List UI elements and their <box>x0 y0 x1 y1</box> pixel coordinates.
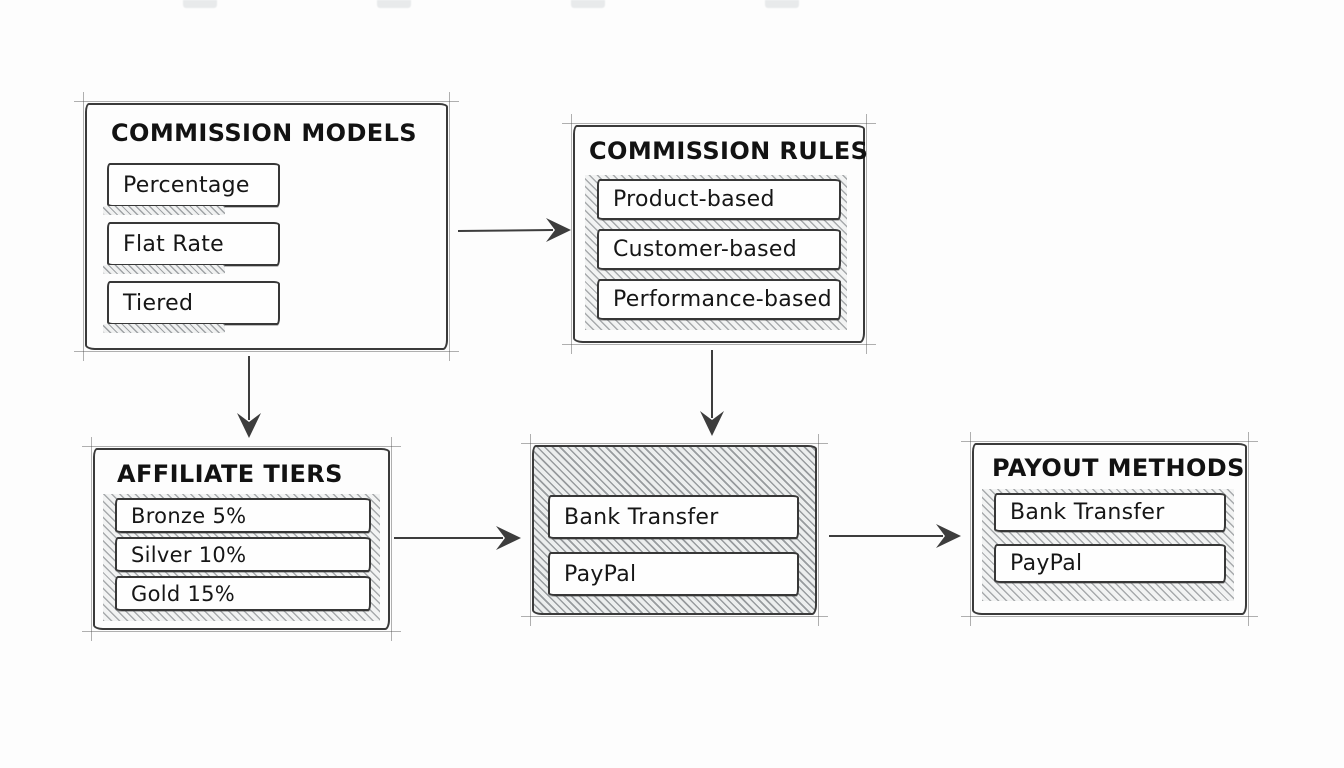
node-item-label: Performance-based <box>613 287 832 312</box>
node-title: COMMISSION MODELS <box>111 119 417 147</box>
node-item: Flat Rate <box>103 222 280 274</box>
node-item: Product-based <box>597 179 841 220</box>
node-item-label: Flat Rate <box>123 231 225 257</box>
node-title: AFFILIATE TIERS <box>117 460 343 488</box>
node-item-label: Percentage <box>123 172 250 198</box>
node-item-label: Silver 10% <box>131 542 247 567</box>
node-item-list: Bronze 5% Silver 10% Gold 15% <box>103 494 380 621</box>
node-commission-models: COMMISSION MODELS Percentage Flat Rate T… <box>74 92 459 361</box>
node-item-label: PayPal <box>564 561 637 587</box>
node-item-list: Product-based Customer-based Performance… <box>585 175 847 330</box>
hatch-shadow <box>103 206 225 215</box>
node-item: Gold 15% <box>115 576 371 611</box>
node-item: Tiered <box>103 281 280 333</box>
node-item-label: PayPal <box>1010 551 1083 576</box>
node-item: Bank Transfer <box>548 495 799 539</box>
arrow-tiers-to-payment <box>394 526 521 550</box>
node-affiliate-tiers: AFFILIATE TIERS Bronze 5% Silver 10% Gol… <box>82 437 401 641</box>
arrow-payment-to-payout <box>829 524 961 548</box>
hatch-shadow <box>103 265 225 274</box>
top-edge-artifact <box>571 0 605 8</box>
node-item: Percentage <box>103 163 280 215</box>
node-commission-rules: COMMISSION RULES Product-based Customer-… <box>562 114 876 354</box>
top-edge-artifact <box>183 0 217 8</box>
top-edge-artifact <box>377 0 411 8</box>
arrow-models-to-rules <box>457 218 571 242</box>
node-item: Customer-based <box>597 229 841 270</box>
node-item-label: Bronze 5% <box>131 503 247 528</box>
arrow-models-to-tiers <box>237 356 261 438</box>
node-payment-options: Bank Transfer PayPal <box>521 434 828 626</box>
hatch-shadow <box>103 324 225 333</box>
node-item-label: Product-based <box>613 187 775 212</box>
arrow-rules-to-payment <box>700 350 724 436</box>
node-payout-methods: PAYOUT METHODS Bank Transfer PayPal <box>961 432 1258 626</box>
top-edge-artifact <box>765 0 799 8</box>
node-item-label: Bank Transfer <box>1010 500 1165 525</box>
node-item-list: Bank Transfer PayPal <box>548 495 799 596</box>
node-item-label: Bank Transfer <box>564 504 719 530</box>
node-title: PAYOUT METHODS <box>992 454 1245 482</box>
node-item: PayPal <box>994 544 1226 583</box>
node-item-label: Gold 15% <box>131 581 236 606</box>
node-item: Bank Transfer <box>994 493 1226 532</box>
node-item-list: Bank Transfer PayPal <box>982 489 1234 601</box>
node-item-list: Percentage Flat Rate Tiered <box>103 163 280 333</box>
node-item: Bronze 5% <box>115 498 371 533</box>
node-item: PayPal <box>548 552 799 596</box>
node-item-label: Tiered <box>123 290 194 316</box>
node-title: COMMISSION RULES <box>589 137 869 165</box>
node-item-label: Customer-based <box>613 237 798 262</box>
node-item: Performance-based <box>597 279 841 320</box>
node-item: Silver 10% <box>115 537 371 572</box>
